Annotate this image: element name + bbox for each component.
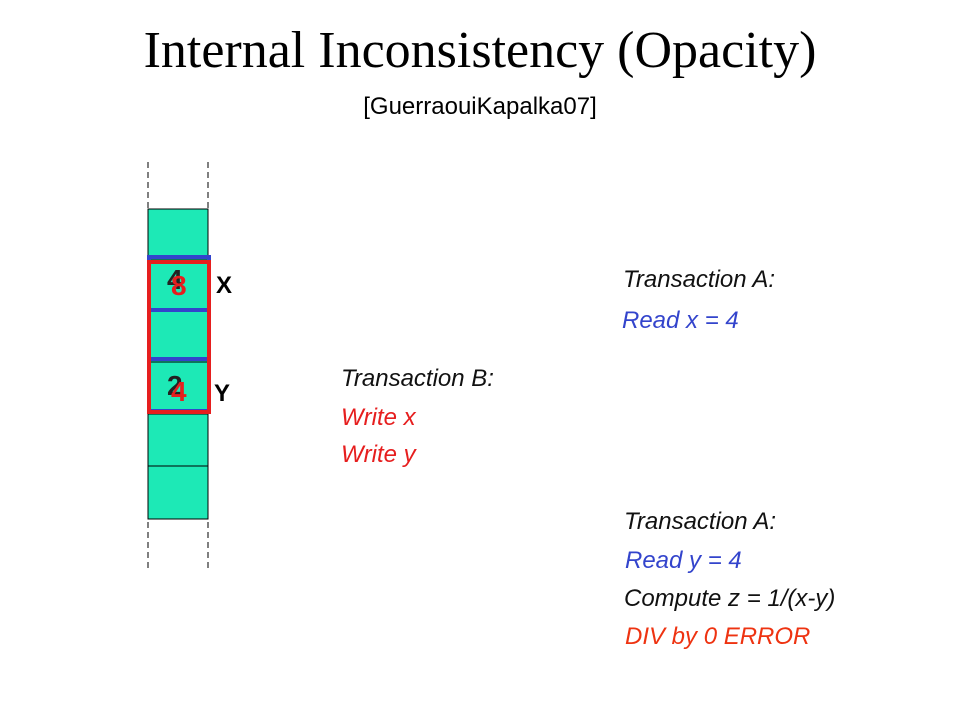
variable-y-label: Y: [214, 380, 231, 407]
transaction-b-write-x: Write x: [341, 404, 416, 431]
transaction-a-read-y: Read y = 4: [625, 547, 742, 574]
transaction-b-write-highlight: [147, 260, 211, 414]
memory-cell-y: [147, 361, 209, 415]
slide-title: Internal Inconsistency (Opacity): [143, 22, 817, 79]
transaction-a-header: Transaction A:: [623, 266, 776, 293]
x-new-value: 8: [171, 270, 187, 301]
y-new-value: 4: [171, 376, 187, 407]
memory-cell: [147, 465, 209, 520]
x-old-value: 4: [167, 264, 183, 295]
transaction-b-header: Transaction B:: [341, 365, 494, 392]
transaction-a-second-header: Transaction A:: [624, 508, 777, 535]
variable-x-label: X: [216, 272, 233, 299]
memory-cell: [147, 208, 209, 261]
y-old-value: 2: [167, 370, 183, 401]
transaction-b-write-y: Write y: [341, 441, 416, 468]
memory-cell: [147, 310, 209, 363]
memory-cell: [147, 413, 209, 467]
div-by-zero-error: DIV by 0 ERROR: [625, 623, 811, 650]
transaction-a-compute: Compute z = 1/(x-y): [624, 585, 836, 612]
transaction-a-read-x: Read x = 4: [622, 307, 739, 334]
citation: [GuerraouiKapalka07]: [363, 93, 597, 120]
